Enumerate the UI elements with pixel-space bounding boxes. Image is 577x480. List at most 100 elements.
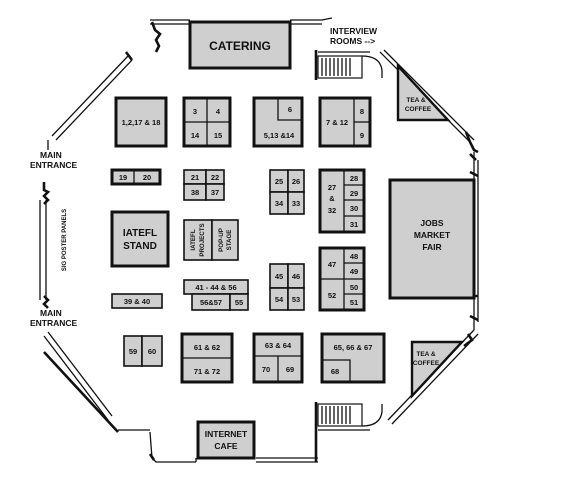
svg-text:ROOMS -->: ROOMS -->: [330, 36, 375, 46]
svg-text:60: 60: [148, 347, 156, 356]
svg-text:39 & 40: 39 & 40: [124, 297, 150, 306]
svg-text:41 - 44 & 56: 41 - 44 & 56: [195, 283, 236, 292]
svg-text:4: 4: [216, 107, 221, 116]
popup-stage[interactable]: POP-UP STAGE: [211, 219, 239, 261]
tea-coffee-top[interactable]: TEA & COFFEE: [396, 62, 451, 122]
stand-1-2-17-18[interactable]: 1,2,17 & 18: [114, 96, 168, 148]
svg-text:37: 37: [211, 188, 219, 197]
svg-text:MAIN: MAIN: [40, 308, 62, 318]
svg-text:53: 53: [292, 295, 300, 304]
svg-text:ENTRANCE: ENTRANCE: [30, 318, 78, 328]
svg-text:31: 31: [350, 220, 358, 229]
svg-text:JOBS: JOBS: [420, 218, 443, 228]
interview-rooms-label: INTERVIEW ROOMS -->: [330, 26, 378, 46]
svg-text:68: 68: [331, 367, 339, 376]
svg-text:TEA &: TEA &: [406, 97, 426, 104]
svg-text:29: 29: [350, 189, 358, 198]
svg-text:25: 25: [275, 177, 283, 186]
svg-text:49: 49: [350, 267, 358, 276]
svg-text:71 & 72: 71 & 72: [194, 367, 220, 376]
svg-text:STAND: STAND: [123, 241, 157, 252]
svg-text:MAIN: MAIN: [40, 150, 62, 160]
svg-text:27: 27: [328, 183, 336, 192]
main-entrance-bottom[interactable]: MAIN ENTRANCE: [30, 308, 78, 328]
svg-text:MARKET: MARKET: [414, 230, 451, 240]
svg-text:47: 47: [328, 260, 336, 269]
stand-block-45-46-53-54[interactable]: 45 46 54 53: [269, 263, 305, 311]
svg-text:7 & 12: 7 & 12: [326, 118, 348, 127]
tea-coffee-bottom[interactable]: TEA & COFFEE: [410, 340, 465, 400]
svg-text:63 & 64: 63 & 64: [265, 341, 292, 350]
stand-block-41-44-56[interactable]: 41 - 44 & 56 56&57 55: [183, 279, 249, 311]
catering-area[interactable]: CATERING: [188, 20, 292, 70]
svg-text:51: 51: [350, 298, 358, 307]
poster-panels-label: SIG POSTER PANELS: [62, 209, 68, 271]
svg-text:65, 66 & 67: 65, 66 & 67: [334, 343, 373, 352]
stand-block-3-4-14-15[interactable]: 3 4 14 15: [182, 96, 232, 148]
svg-text:59: 59: [129, 347, 137, 356]
svg-text:INTERNET: INTERNET: [205, 429, 248, 439]
svg-text:15: 15: [214, 131, 222, 140]
svg-text:20: 20: [143, 173, 151, 182]
svg-text:FAIR: FAIR: [422, 242, 441, 252]
svg-text:61 & 62: 61 & 62: [194, 343, 220, 352]
stand-block-63-64-69-70[interactable]: 63 & 64 70 69: [252, 332, 304, 384]
svg-text:CAFE: CAFE: [214, 441, 237, 451]
svg-text:34: 34: [275, 199, 284, 208]
internet-cafe[interactable]: INTERNET CAFE: [196, 420, 256, 460]
svg-text:28: 28: [350, 174, 358, 183]
svg-text:50: 50: [350, 283, 358, 292]
svg-text:46: 46: [292, 272, 300, 281]
svg-text:14: 14: [191, 131, 200, 140]
svg-text:32: 32: [328, 206, 336, 215]
stand-block-5-13-14[interactable]: 6 5,13 &14: [252, 96, 304, 148]
staircase-top: [314, 50, 383, 80]
svg-text:5,13 &14: 5,13 &14: [264, 131, 295, 140]
stand-block-25-26-33-34[interactable]: 25 26 34 33: [269, 169, 305, 215]
svg-text:33: 33: [292, 199, 300, 208]
stand-block-61-62-71-72[interactable]: 61 & 62 71 & 72: [180, 332, 234, 384]
svg-text:1,2,17 & 18: 1,2,17 & 18: [122, 118, 161, 127]
svg-text:6: 6: [288, 105, 292, 114]
svg-text:IATEFL: IATEFL: [190, 229, 197, 250]
svg-text:48: 48: [350, 252, 358, 261]
svg-text:69: 69: [286, 365, 294, 374]
svg-text:IATEFL: IATEFL: [123, 228, 157, 239]
svg-text:COFFEE: COFFEE: [405, 106, 432, 113]
stand-block-7-8-9-12[interactable]: 7 & 12 8 9: [318, 96, 372, 148]
svg-text:TEA &: TEA &: [416, 351, 436, 358]
svg-text:45: 45: [275, 272, 283, 281]
svg-text:26: 26: [292, 177, 300, 186]
stand-block-19-20[interactable]: 19 20: [110, 168, 162, 186]
svg-text:54: 54: [275, 295, 284, 304]
svg-text:38: 38: [191, 188, 199, 197]
stand-block-21-22-37-38[interactable]: 21 22 38 37: [183, 169, 225, 201]
svg-text:19: 19: [119, 173, 127, 182]
svg-text:9: 9: [360, 131, 364, 140]
iatefl-stand[interactable]: IATEFL STAND: [110, 210, 170, 268]
stand-39-40[interactable]: 39 & 40: [111, 293, 163, 309]
svg-text:&: &: [329, 194, 335, 203]
stand-block-59-60[interactable]: 59 60: [123, 335, 163, 367]
svg-text:3: 3: [193, 107, 197, 116]
main-entrance-top[interactable]: MAIN ENTRANCE: [30, 150, 78, 170]
svg-text:INTERVIEW: INTERVIEW: [330, 26, 378, 36]
catering-label: CATERING: [209, 39, 271, 53]
svg-text:21: 21: [191, 173, 199, 182]
svg-text:ENTRANCE: ENTRANCE: [30, 160, 78, 170]
stand-block-47-52[interactable]: 47 48 49 52 50 51: [318, 246, 366, 312]
svg-text:70: 70: [262, 365, 270, 374]
svg-text:52: 52: [328, 291, 336, 300]
svg-text:56&57: 56&57: [200, 298, 222, 307]
svg-text:30: 30: [350, 204, 358, 213]
svg-text:8: 8: [360, 107, 364, 116]
stand-block-65-68[interactable]: 65, 66 & 67 68: [320, 332, 386, 384]
svg-text:COFFEE: COFFEE: [413, 360, 440, 367]
svg-text:22: 22: [211, 173, 219, 182]
stand-block-27-32[interactable]: 27 & 32 28 29 30 31: [318, 168, 366, 234]
svg-text:55: 55: [235, 298, 243, 307]
svg-text:POP-UP: POP-UP: [218, 228, 225, 252]
iatefl-projects[interactable]: IATEFL PROJECTS: [183, 219, 213, 261]
jobs-market-fair[interactable]: JOBS MARKET FAIR: [388, 178, 476, 300]
